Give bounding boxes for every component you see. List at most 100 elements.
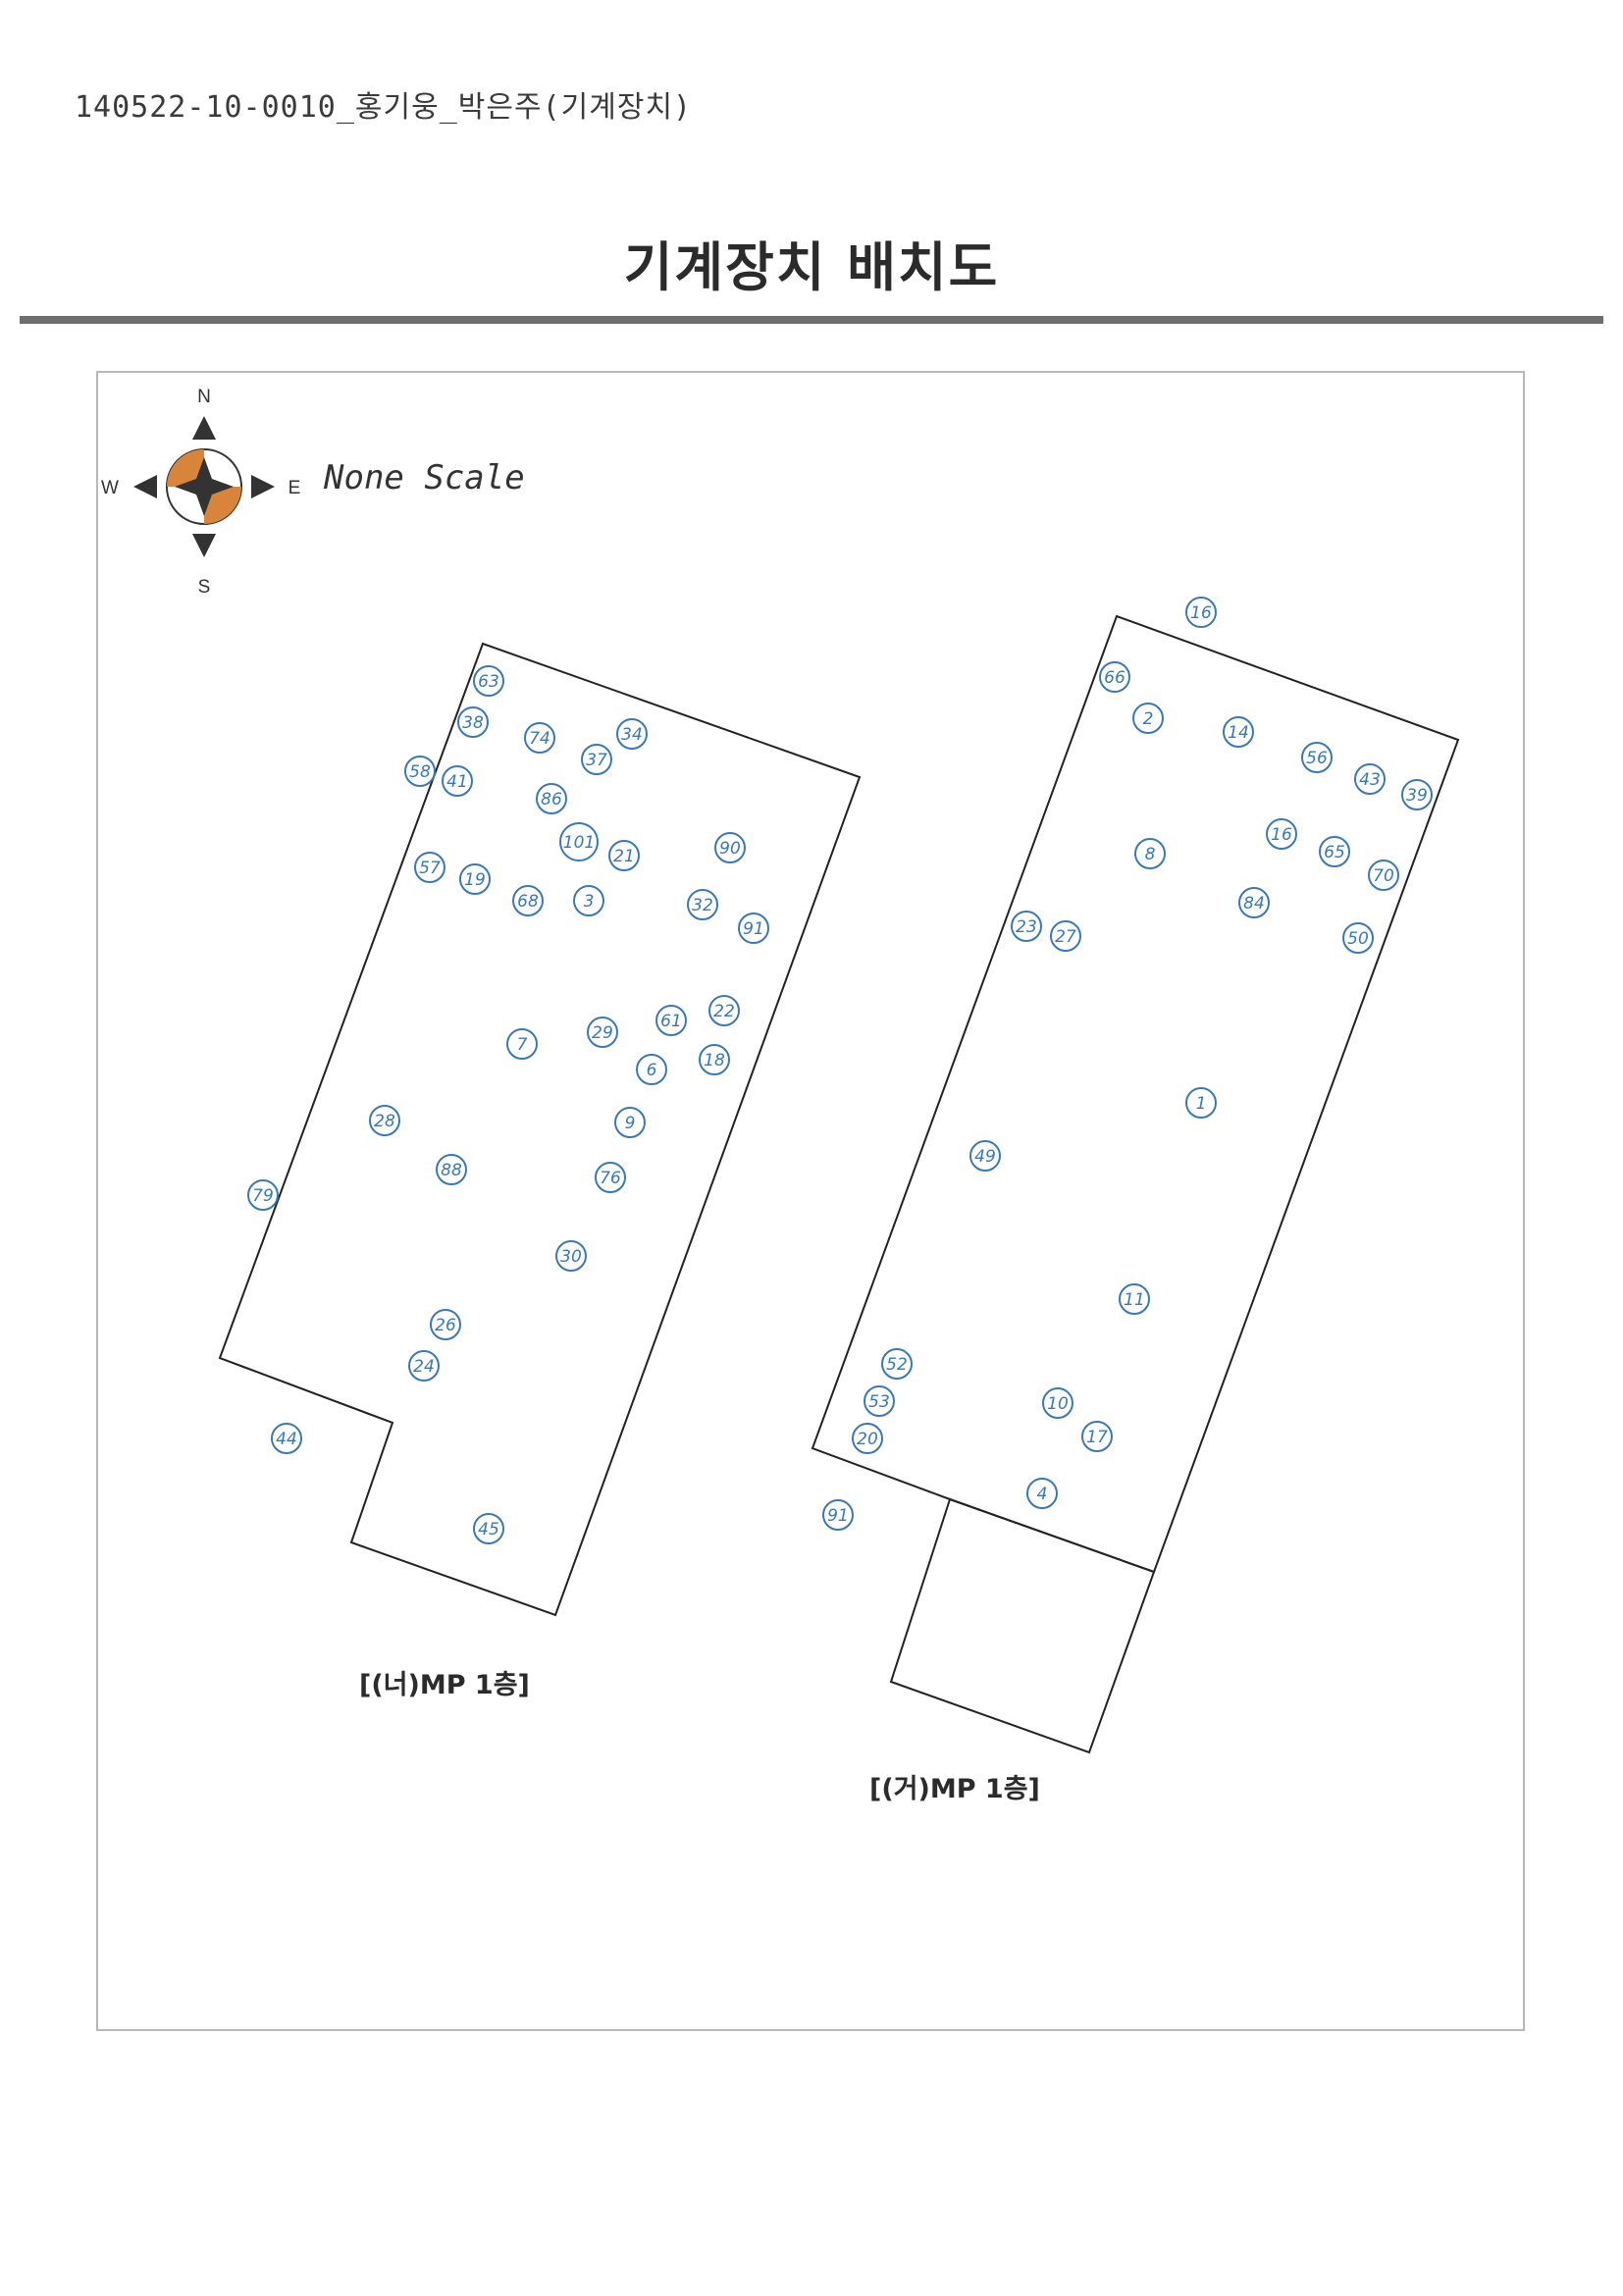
equipment-marker-number: 86 bbox=[541, 790, 562, 809]
equipment-marker-number: 79 bbox=[252, 1186, 274, 1206]
equipment-marker: 30 bbox=[555, 1240, 587, 1272]
equipment-marker: 29 bbox=[587, 1017, 618, 1048]
equipment-marker: 90 bbox=[714, 832, 746, 863]
equipment-marker: 4 bbox=[1026, 1478, 1058, 1509]
equipment-marker-number: 1 bbox=[1196, 1094, 1207, 1114]
building-2-annex-outline bbox=[889, 1497, 1156, 1754]
equipment-marker: 68 bbox=[512, 885, 544, 916]
equipment-marker: 70 bbox=[1368, 860, 1399, 891]
equipment-marker-number: 88 bbox=[441, 1161, 462, 1180]
equipment-marker: 65 bbox=[1319, 836, 1350, 867]
equipment-marker-number: 56 bbox=[1306, 749, 1328, 768]
equipment-marker: 44 bbox=[271, 1423, 302, 1454]
equipment-marker: 8 bbox=[1134, 838, 1166, 869]
equipment-marker-number: 38 bbox=[462, 713, 484, 733]
equipment-marker: 43 bbox=[1354, 763, 1386, 795]
equipment-marker: 58 bbox=[404, 756, 436, 787]
equipment-marker-number: 8 bbox=[1145, 845, 1156, 864]
equipment-marker-number: 91 bbox=[827, 1506, 849, 1526]
equipment-marker: 21 bbox=[608, 840, 640, 871]
equipment-marker-number: 101 bbox=[563, 833, 595, 853]
equipment-marker: 26 bbox=[430, 1309, 461, 1340]
equipment-marker: 57 bbox=[414, 852, 445, 883]
equipment-marker-number: 27 bbox=[1055, 927, 1076, 947]
equipment-marker-number: 84 bbox=[1243, 894, 1265, 913]
equipment-marker: 1 bbox=[1185, 1087, 1217, 1119]
equipment-marker: 17 bbox=[1081, 1421, 1113, 1452]
equipment-marker-number: 10 bbox=[1047, 1394, 1069, 1414]
equipment-marker-number: 41 bbox=[446, 772, 468, 792]
equipment-marker: 79 bbox=[247, 1179, 279, 1211]
equipment-marker-number: 17 bbox=[1086, 1428, 1108, 1447]
equipment-marker: 20 bbox=[852, 1423, 883, 1454]
equipment-marker-number: 44 bbox=[276, 1430, 297, 1449]
equipment-marker-number: 70 bbox=[1373, 866, 1394, 886]
equipment-marker: 38 bbox=[457, 706, 489, 738]
equipment-marker: 74 bbox=[524, 722, 555, 754]
compass-east-label: E bbox=[288, 478, 301, 498]
equipment-marker: 91 bbox=[738, 913, 769, 944]
equipment-marker-number: 76 bbox=[600, 1169, 621, 1188]
equipment-marker-number: 24 bbox=[413, 1357, 435, 1377]
equipment-marker-number: 2 bbox=[1143, 709, 1154, 729]
equipment-marker-number: 16 bbox=[1190, 603, 1212, 623]
equipment-marker: 39 bbox=[1401, 779, 1433, 810]
building-1-label: [(너)MP 1층] bbox=[359, 1670, 530, 1700]
equipment-marker-number: 49 bbox=[974, 1147, 996, 1167]
equipment-marker: 23 bbox=[1011, 911, 1042, 942]
building-2-label: [(거)MP 1층] bbox=[869, 1774, 1040, 1804]
equipment-marker: 28 bbox=[369, 1105, 400, 1136]
equipment-marker: 27 bbox=[1050, 920, 1081, 952]
compass-west-label: W bbox=[101, 478, 119, 498]
equipment-marker: 18 bbox=[699, 1044, 730, 1075]
equipment-marker-number: 61 bbox=[660, 1012, 682, 1031]
compass-south-label: S bbox=[198, 577, 211, 598]
equipment-marker: 101 bbox=[559, 822, 599, 861]
equipment-marker-number: 30 bbox=[560, 1247, 582, 1267]
compass-rose-icon: N S E W bbox=[101, 387, 300, 598]
equipment-marker: 53 bbox=[864, 1385, 895, 1417]
scale-note: None Scale bbox=[323, 458, 525, 497]
equipment-marker: 11 bbox=[1119, 1283, 1150, 1315]
equipment-marker-number: 16 bbox=[1271, 825, 1292, 845]
equipment-marker: 34 bbox=[616, 718, 648, 750]
equipment-marker-number: 66 bbox=[1104, 668, 1126, 688]
equipment-marker-number: 19 bbox=[464, 870, 486, 890]
title-divider bbox=[20, 316, 1603, 324]
equipment-marker-number: 26 bbox=[435, 1316, 456, 1335]
equipment-marker: 6 bbox=[636, 1054, 667, 1085]
equipment-marker: 50 bbox=[1342, 922, 1374, 954]
equipment-marker-number: 4 bbox=[1037, 1485, 1048, 1504]
equipment-marker: 76 bbox=[595, 1162, 626, 1193]
equipment-marker-number: 32 bbox=[692, 896, 713, 915]
equipment-marker-number: 22 bbox=[713, 1002, 735, 1021]
equipment-marker-number: 91 bbox=[743, 919, 764, 939]
equipment-marker-number: 29 bbox=[592, 1023, 613, 1043]
equipment-marker-number: 9 bbox=[625, 1114, 636, 1133]
equipment-marker: 32 bbox=[687, 889, 718, 920]
equipment-marker-number: 11 bbox=[1124, 1290, 1145, 1310]
page-title: 기계장치 배치도 bbox=[623, 236, 1000, 298]
equipment-marker: 16 bbox=[1185, 597, 1217, 628]
equipment-marker-number: 63 bbox=[478, 672, 499, 692]
equipment-marker: 91 bbox=[822, 1499, 854, 1531]
equipment-marker-number: 45 bbox=[478, 1520, 499, 1539]
building-1-outline bbox=[218, 642, 862, 1617]
drawing-frame bbox=[96, 371, 1525, 2031]
equipment-marker-number: 90 bbox=[719, 839, 741, 859]
equipment-marker-number: 53 bbox=[868, 1392, 890, 1412]
equipment-marker: 9 bbox=[614, 1107, 646, 1138]
compass-north-label: N bbox=[197, 387, 211, 407]
equipment-marker: 86 bbox=[536, 783, 567, 814]
equipment-marker: 37 bbox=[581, 744, 612, 775]
compass-accent bbox=[167, 449, 204, 487]
equipment-marker: 45 bbox=[473, 1513, 504, 1544]
equipment-marker: 52 bbox=[881, 1348, 913, 1380]
equipment-marker: 41 bbox=[442, 765, 473, 797]
equipment-marker: 66 bbox=[1099, 661, 1130, 693]
equipment-marker: 56 bbox=[1301, 742, 1333, 773]
equipment-marker-number: 20 bbox=[857, 1430, 878, 1449]
equipment-marker-number: 7 bbox=[517, 1035, 528, 1055]
